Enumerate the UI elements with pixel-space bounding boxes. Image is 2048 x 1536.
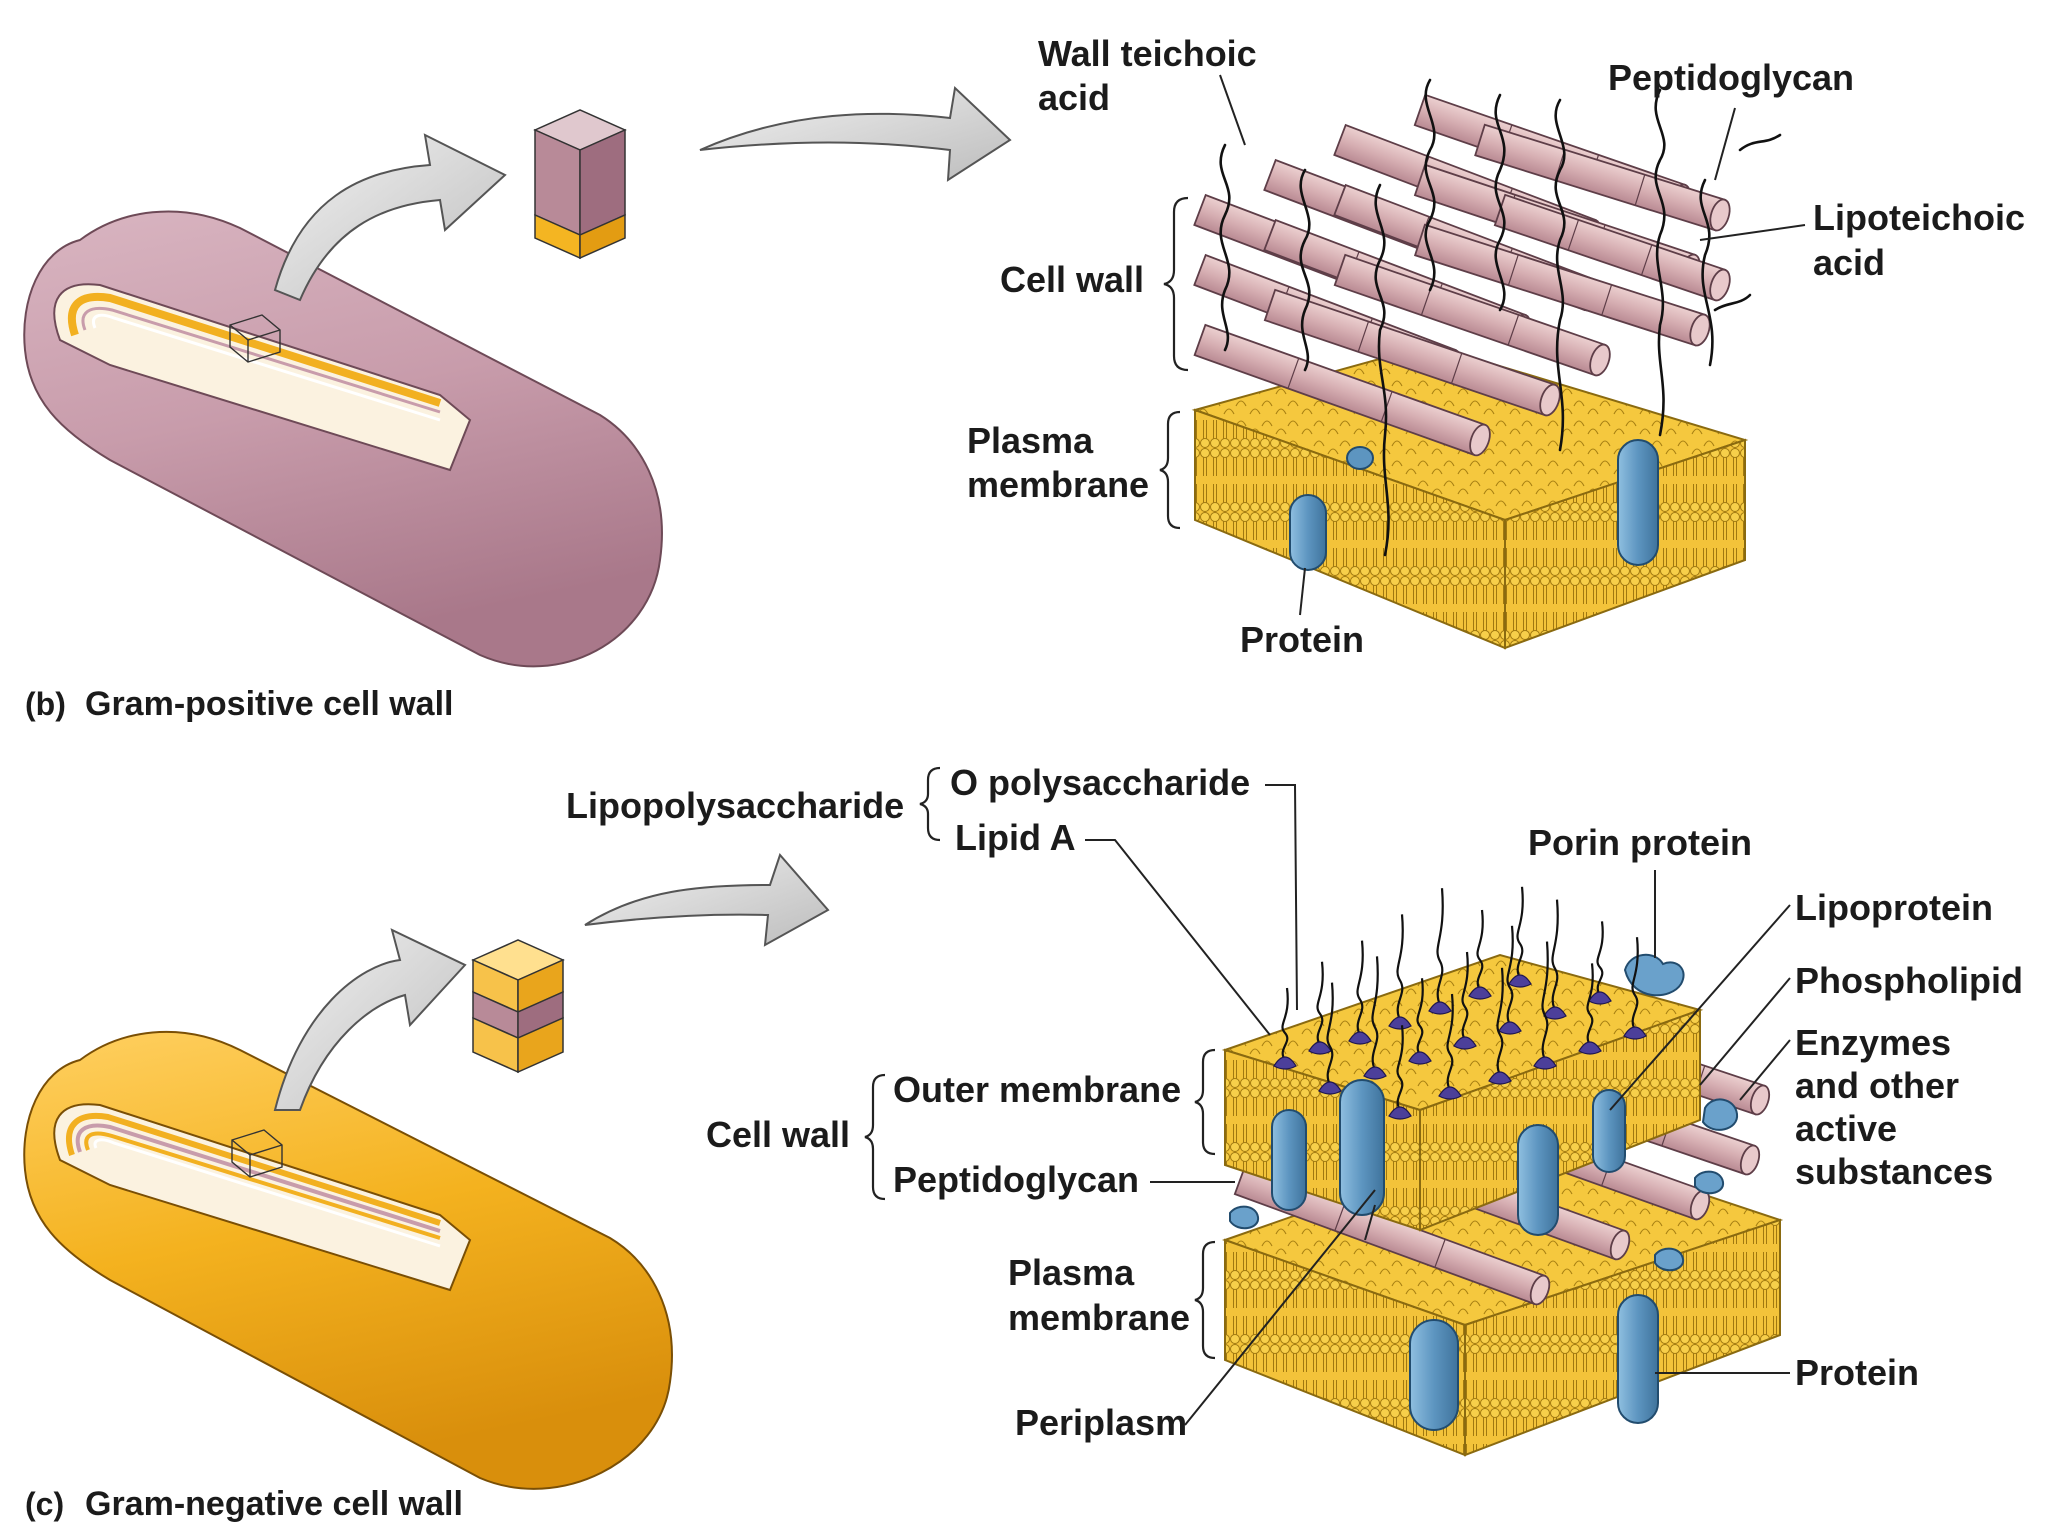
porin-protein-channel-1 [1339, 1079, 1385, 1216]
label-enzymes-line3: active [1795, 1108, 1897, 1149]
lipoprotein-shape [1592, 1089, 1626, 1173]
gram-negative-bacterium [23, 1030, 673, 1490]
plasma-membrane-protein-2 [1617, 1294, 1659, 1424]
caption-letter-c: (c) [25, 1486, 64, 1522]
caption-letter-b: (b) [25, 686, 66, 722]
gram-positive-cell-body [23, 210, 663, 668]
cell-wall-brace [1163, 196, 1189, 372]
gram-negative-zoom-arrow-2 [584, 853, 830, 947]
lps-molecule-14 [1588, 921, 1612, 1005]
porin-protein-top [1623, 954, 1685, 997]
label-lipoprotein: Lipoprotein [1795, 887, 1993, 928]
lps-molecule-4 [1388, 914, 1412, 1030]
label-cell-wall-gn: Cell wall [706, 1114, 850, 1155]
plasma-membrane-protein-1 [1409, 1319, 1459, 1431]
label-wall-teichoic-acid-line1: Wall teichoic [1038, 33, 1257, 74]
label-plasma-membrane-line2: membrane [967, 464, 1149, 505]
lps-molecule-9 [1363, 956, 1387, 1080]
lipopolysaccharide-brace [919, 766, 941, 842]
lps-molecule-20 [1623, 937, 1647, 1040]
gram-negative-zoom-arrow-1 [273, 928, 467, 1111]
lps-molecule-3 [1348, 940, 1372, 1045]
lps-molecule-15 [1388, 1025, 1412, 1120]
gram-positive-caption: (b) Gram-positive cell wall [25, 685, 453, 723]
gram-positive-bacterium [23, 210, 663, 668]
label-o-polysaccharide: O polysaccharide [950, 762, 1250, 803]
peptidoglycan-tube-gp-8 [1193, 323, 1491, 457]
label-periplasm: Periplasm [1015, 1402, 1187, 1443]
caption-gram-negative: Gram-negative cell wall [85, 1485, 463, 1523]
lps-molecule-7 [1508, 886, 1532, 988]
lps-molecule-17 [1488, 967, 1512, 1085]
peptidoglycan-tube-gp-9 [1263, 288, 1561, 417]
plasma-membrane-brace-gn [1194, 1240, 1216, 1360]
lps-molecule-11 [1453, 951, 1477, 1050]
gram-positive-protein-1 [1289, 494, 1327, 571]
label-phospholipid: Phospholipid [1795, 960, 2023, 1001]
label-outer-membrane: Outer membrane [893, 1069, 1181, 1110]
lps-molecule-1 [1273, 987, 1297, 1070]
gram-negative-caption: (c) Gram-negative cell wall [25, 1485, 463, 1523]
label-enzymes-line2: and other [1795, 1065, 1959, 1106]
label-protein-gn: Protein [1795, 1352, 1919, 1393]
caption-gram-positive: Gram-positive cell wall [85, 685, 453, 723]
label-lipoteichoic-acid-line1: Lipoteichoic [1813, 197, 2025, 238]
lps-molecule-13 [1543, 899, 1567, 1020]
label-porin-protein: Porin protein [1528, 822, 1752, 863]
peptidoglycan-tube-gp-14 [1493, 193, 1731, 302]
gram-positive-zoom-arrow-1 [273, 133, 507, 302]
gram-negative-cell-body [23, 1030, 673, 1490]
cell-wall-brace-gn [864, 1073, 886, 1201]
gram-negative-labels: Lipopolysaccharide O polysaccharide Lipi… [566, 762, 2023, 1443]
label-plasma-membrane-gn-line1: Plasma [1008, 1252, 1135, 1293]
lps-molecule-18 [1533, 941, 1557, 1070]
label-wall-teichoic-acid-line2: acid [1038, 77, 1110, 118]
label-protein-gp: Protein [1240, 619, 1364, 660]
gram-negative-panel [23, 853, 1784, 1490]
lps-molecule-6 [1468, 909, 1492, 1000]
gram-positive-sample-cube-outline [229, 314, 281, 363]
gram-negative-proteins [1229, 954, 1739, 1431]
enzyme-blob-4 [1654, 1247, 1685, 1272]
label-peptidoglycan: Peptidoglycan [1608, 57, 1854, 98]
gram-positive-labels: Wall teichoic acid Peptidoglycan Lipotei… [967, 33, 2025, 660]
lps-molecule-19 [1578, 963, 1602, 1055]
label-plasma-membrane-gn-line2: membrane [1008, 1297, 1190, 1338]
lps-molecule-10 [1408, 978, 1432, 1065]
gram-positive-panel [23, 78, 1782, 668]
lps-molecule-5 [1428, 888, 1452, 1015]
label-plasma-membrane-line1: Plasma [967, 420, 1094, 461]
label-enzymes-line1: Enzymes [1795, 1022, 1951, 1063]
gram-positive-sample-cube [533, 109, 627, 260]
gram-negative-sample-cube-outline [231, 1129, 283, 1178]
label-lipid-a: Lipid A [955, 817, 1076, 858]
label-lipoteichoic-acid-line2: acid [1813, 242, 1885, 283]
label-enzymes-line4: substances [1795, 1151, 1993, 1192]
lps-molecule-8 [1318, 982, 1342, 1095]
enzyme-blob-3 [1229, 1205, 1260, 1230]
label-cell-wall: Cell wall [1000, 259, 1144, 300]
lipopolysaccharide-molecules [1273, 886, 1647, 1120]
porin-protein-channel-2 [1271, 1109, 1307, 1211]
outer-membrane-brace [1194, 1048, 1216, 1156]
lps-molecule-16 [1438, 993, 1462, 1100]
gram-positive-membrane-proteins [1289, 439, 1659, 571]
plasma-membrane-brace [1159, 410, 1181, 530]
gram-positive-zoom-arrow-2 [699, 85, 1012, 182]
gram-positive-protein-2 [1617, 439, 1659, 566]
label-peptidoglycan-gn: Peptidoglycan [893, 1159, 1139, 1200]
enzyme-blob-1 [1701, 1098, 1739, 1131]
label-lipopolysaccharide: Lipopolysaccharide [566, 785, 904, 826]
lps-molecule-12 [1498, 925, 1522, 1035]
enzyme-blob-2 [1694, 1170, 1725, 1195]
outer-membrane-protein [1517, 1124, 1559, 1236]
peptidoglycan-tube-gp-10 [1333, 253, 1611, 377]
gram-negative-sample-cube [471, 939, 565, 1074]
gram-positive-teichoic-acid-strands [1219, 78, 1782, 557]
